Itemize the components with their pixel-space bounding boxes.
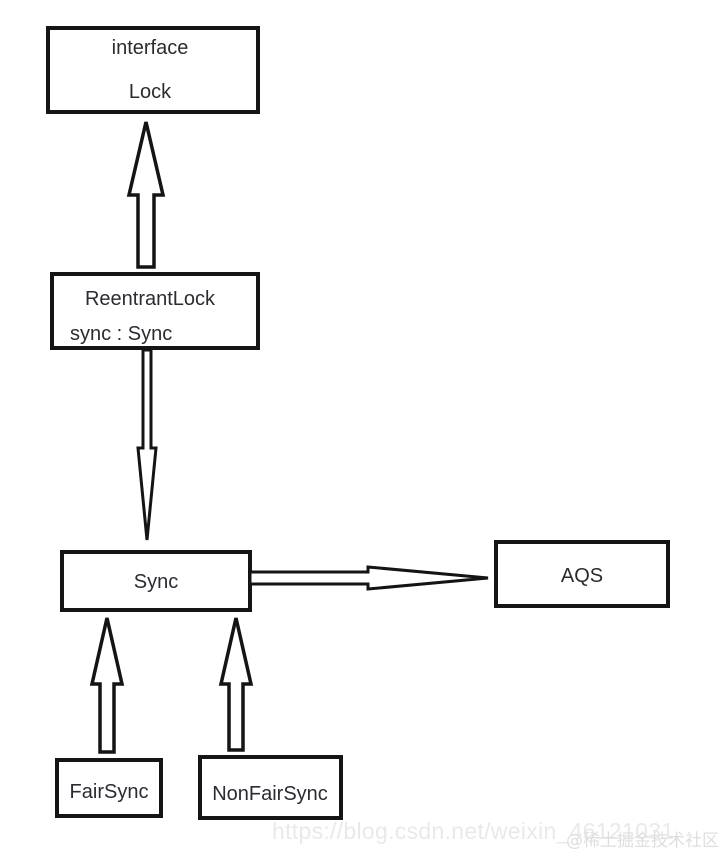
aqs-box: AQS [494,540,670,608]
fairsync-title-label: FairSync [70,781,149,803]
nonfairsync-box: NonFairSync [198,755,343,820]
thin-arrow-down-shape [136,348,158,541]
arrow-reentrantlock-to-sync [136,348,158,541]
fairsync-box-frame [55,758,163,818]
lock-title-label: Lock [129,81,172,103]
arrow-nonfairsync-to-sync [218,617,254,752]
reentrantlock-title-label: ReentrantLock [85,288,216,310]
reentrantlock-field-label: sync : Sync [70,323,172,345]
arrow-sync-to-aqs [248,565,489,591]
thin-arrow-right-shape [248,565,489,591]
arrow-fairsync-to-sync [89,617,125,754]
fairsync-box: FairSync [55,758,163,818]
sync-box-frame [60,550,252,612]
block-arrow-up-shape [89,617,125,754]
aqs-title-label: AQS [561,565,603,587]
lock-stereotype-label: interface [112,37,189,59]
reentrantlock-box: ReentrantLock sync : Sync [50,272,260,350]
lock-box: interface Lock [46,26,260,114]
watermark-brand: @稀土掘金技术社区 [566,831,719,851]
nonfairsync-title-label: NonFairSync [212,783,328,805]
arrow-reentrantlock-to-lock [126,121,166,269]
block-arrow-up-shape [218,617,254,752]
block-arrow-up-shape [126,121,166,269]
nonfairsync-box-frame [198,755,343,820]
reentrantlock-box-frame [50,272,260,350]
lock-box-frame [46,26,260,114]
sync-box: Sync [60,550,252,612]
sync-title-label: Sync [134,571,178,593]
watermark-url: https://blog.csdn.net/weixin_46121031 [272,818,675,844]
aqs-box-frame [494,540,670,608]
